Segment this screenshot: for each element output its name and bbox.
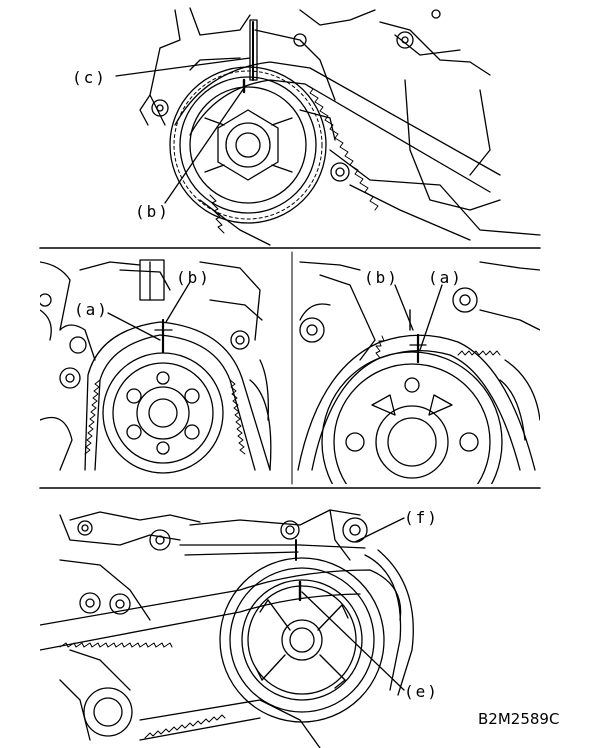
label-a-right: (a) — [428, 268, 463, 287]
label-b-left: (b) — [176, 268, 211, 287]
label-b-right: (b) — [364, 268, 399, 287]
panel-3-drawing — [40, 509, 414, 748]
label-e: (e) — [404, 682, 439, 701]
figure-code: B2M2589C — [478, 710, 560, 728]
label-a-left: (a) — [74, 300, 109, 319]
label-f: (f) — [404, 508, 439, 527]
label-b-top: (b) — [135, 202, 170, 221]
panel-2-left-drawing — [40, 259, 272, 474]
label-c: (c) — [72, 68, 107, 87]
panel-1-drawing — [115, 7, 541, 246]
panel-2-right-drawing — [297, 261, 540, 484]
